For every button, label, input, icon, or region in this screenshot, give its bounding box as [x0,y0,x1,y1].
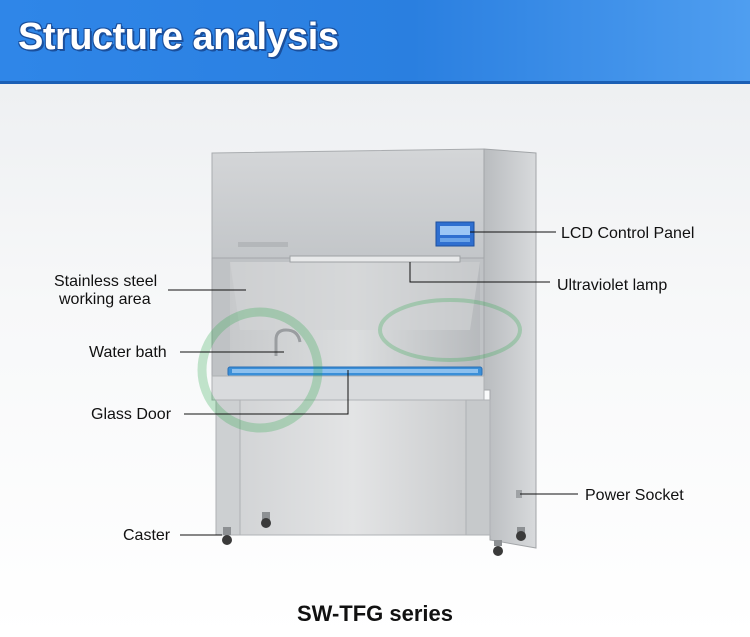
label-power-socket: Power Socket [585,487,684,504]
hood-label-strip [238,242,288,247]
caster-rear-right [516,527,526,541]
label-lcd-control-panel: LCD Control Panel [561,225,695,242]
watermark-logo [197,298,522,433]
label-ultraviolet-lamp: Ultraviolet lamp [557,277,668,294]
faucet [274,328,302,356]
label-stainless-line-2: working area [59,291,151,308]
label-caster: Caster [123,527,171,544]
caster-front-left [222,527,232,545]
leader-glass-door [184,370,349,415]
label-stainless-line-1: Stainless steel [54,273,158,290]
label-glass-door: Glass Door [91,406,172,423]
base-cabinet [215,399,491,536]
label-water-bath: Water bath [89,344,167,361]
caster-front-right [493,540,503,556]
base-left-leg [215,399,241,536]
product-series-title: SW-TFG series [296,601,454,626]
base-right-leg [465,399,491,536]
power-socket [516,490,522,498]
caster-front-mid [261,512,271,528]
side-panel [483,148,537,549]
header-banner: Structure analysis [0,0,750,84]
leader-uv [409,262,550,283]
uv-lamp [289,255,461,263]
page-title: Structure analysis [18,16,339,58]
